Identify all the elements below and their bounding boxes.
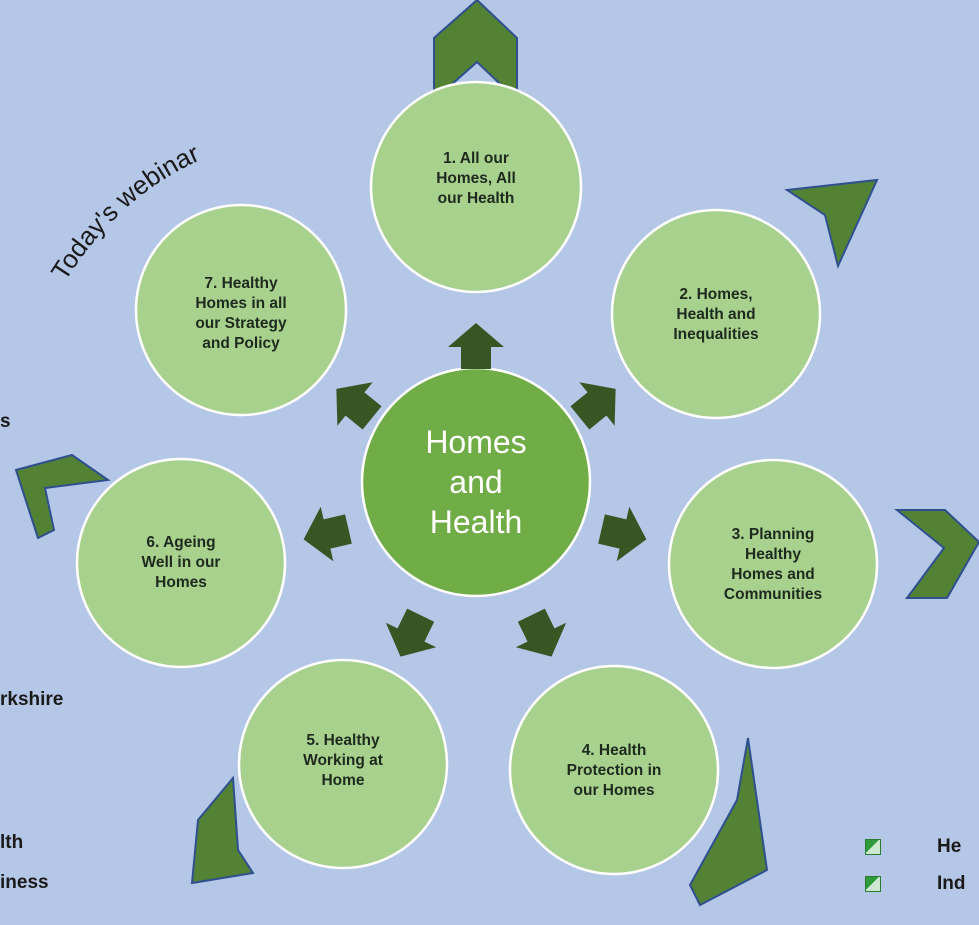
- inner-arrow-7: [336, 382, 382, 430]
- left-fragment-1: s: [0, 411, 11, 432]
- chevron-down-left-5: [190, 775, 255, 885]
- chevron-down-right-4: [688, 737, 769, 907]
- chevron-right-3: [894, 509, 979, 599]
- center-label: Homes and Health: [425, 424, 527, 540]
- legend-item-2-text: Ind: [937, 873, 966, 894]
- legend-item-1: He: [865, 836, 961, 858]
- legend-item-2: Ind: [865, 873, 966, 895]
- topic-label-1: 1. All our Homes, All our Health: [436, 150, 516, 207]
- inner-arrow-4: [515, 608, 567, 657]
- spreadsheet-icon: [865, 876, 881, 892]
- inner-arrow-1: [448, 323, 504, 369]
- topic-circle-5: [237, 658, 449, 870]
- legend-item-1-text: He: [937, 836, 962, 857]
- topic-label-3: 3. Planning Healthy Homes and Communitie…: [723, 526, 823, 603]
- topic-label-7: 7. Healthy Homes in all our Strategy and…: [195, 275, 287, 352]
- topic-circle-4: [508, 664, 720, 876]
- topic-circle-3: [667, 458, 879, 670]
- topic-circle-1: [369, 80, 583, 294]
- topic-label-5: 5. Healthy Working at Home: [303, 732, 383, 789]
- chevron-up-left-6: [14, 453, 111, 540]
- chevron-up-1: [433, 0, 518, 103]
- topic-circle-7: [134, 203, 348, 417]
- topic-label-6: 6. Ageing Well in our Homes: [141, 534, 221, 591]
- spreadsheet-icon: [865, 839, 881, 855]
- inner-arrow-5: [385, 608, 437, 657]
- chevron-up-right-2: [784, 178, 879, 270]
- topic-label-2: 2. Homes, Health and Inequalities: [673, 286, 759, 343]
- left-fragment-3: lth: [0, 832, 24, 853]
- left-fragment-4: iness: [0, 872, 49, 893]
- inner-arrow-3: [598, 506, 647, 562]
- topic-circle-2: [610, 208, 822, 420]
- topic-label-4: 4. Health Protection in our Homes: [566, 742, 662, 799]
- inner-arrow-6: [303, 506, 352, 562]
- topic-circle-6: [75, 457, 287, 669]
- inner-arrow-2: [570, 382, 616, 430]
- left-fragment-2: rkshire: [0, 689, 64, 710]
